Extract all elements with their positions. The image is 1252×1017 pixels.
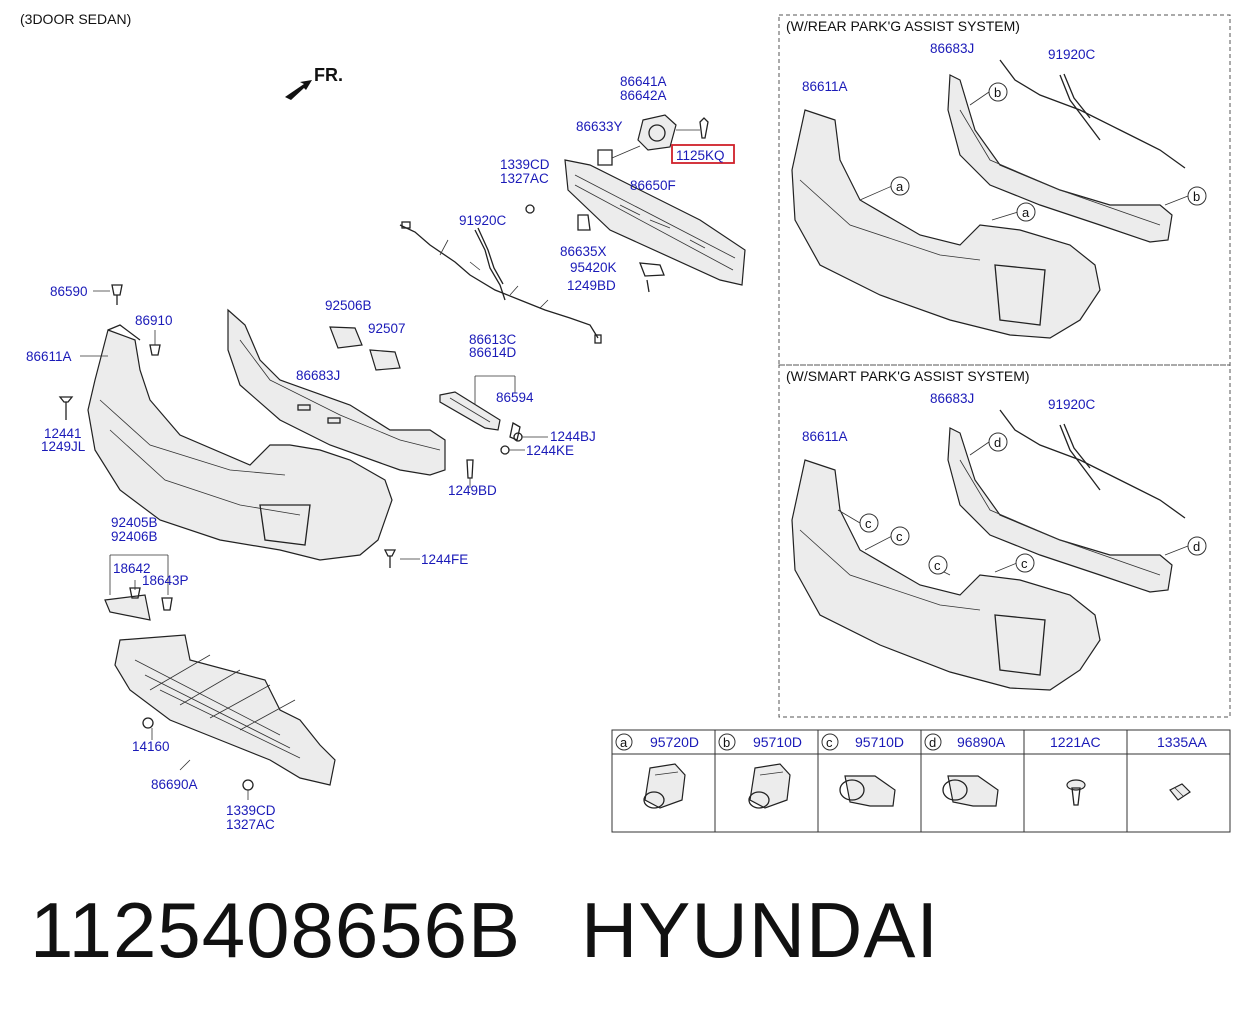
rear-label-91920C: 91920C	[1048, 47, 1096, 62]
label-86690A: 86690A	[151, 777, 198, 792]
table-part-b: 95710D	[753, 734, 802, 750]
label-1249JL: 1249JL	[41, 439, 86, 454]
label-92506B: 92506B	[325, 298, 372, 313]
parts-diagram: (3DOOR SEDAN) FR.	[20, 11, 1231, 833]
front-direction-label: FR.	[314, 65, 343, 85]
label-1244KE: 1244KE	[526, 443, 574, 458]
label-86650F: 86650F	[630, 178, 676, 193]
smart-label-86611A: 86611A	[802, 429, 848, 444]
svg-text:a: a	[1022, 205, 1030, 220]
svg-text:d: d	[994, 435, 1001, 450]
label-86641A: 86641A	[620, 74, 667, 89]
svg-text:c: c	[826, 735, 833, 750]
main-labels: 86641A 86642A 86633Y 1125KQ 1339CD 1327A…	[26, 74, 735, 832]
table-part-c: 95710D	[855, 734, 904, 750]
label-86633Y: 86633Y	[576, 119, 623, 134]
label-1244FE: 1244FE	[421, 552, 468, 567]
label-14160: 14160	[132, 739, 170, 754]
label-95420K: 95420K	[570, 260, 617, 275]
label-92405B: 92405B	[111, 515, 158, 530]
label-86611A: 86611A	[26, 349, 72, 364]
front-arrow-icon	[285, 80, 312, 100]
screw-icon	[1066, 779, 1086, 806]
label-86635X: 86635X	[560, 244, 607, 259]
label-86613C: 86613C	[469, 332, 517, 347]
sensor-b-icon	[748, 763, 791, 809]
clip-icon	[1169, 783, 1191, 801]
fastener-screws-drawing	[58, 284, 474, 568]
smart-assist-callouts: d c c c c d	[859, 432, 1207, 575]
svg-text:a: a	[896, 179, 904, 194]
label-1244BJ: 1244BJ	[550, 429, 596, 444]
rear-label-86611A: 86611A	[802, 79, 848, 94]
label-18643P: 18643P	[142, 573, 189, 588]
svg-text:b: b	[994, 85, 1001, 100]
svg-text:a: a	[620, 735, 628, 750]
svg-text:b: b	[1193, 189, 1200, 204]
label-18642: 18642	[113, 561, 151, 576]
rear-assist-title: (W/REAR PARK'G ASSIST SYSTEM)	[786, 18, 1020, 34]
sensor-c-icon	[839, 775, 896, 807]
side-bracket-drawing	[439, 375, 548, 455]
smart-label-86683J: 86683J	[930, 391, 974, 406]
table-part-d: 96890A	[957, 734, 1006, 750]
label-92507: 92507	[368, 321, 406, 336]
impact-beam-drawing	[525, 159, 746, 293]
label-1339CD-bottom: 1339CD	[226, 803, 276, 818]
table-part-a: 95720D	[650, 734, 699, 750]
wiring-harness-drawing	[399, 221, 602, 344]
highlight-box	[671, 144, 735, 164]
brand-name: HYUNDAI	[581, 886, 940, 974]
under-cover-drawing	[114, 634, 336, 800]
label-1339CD-top: 1339CD	[500, 157, 550, 172]
svg-text:c: c	[865, 516, 872, 531]
svg-text:d: d	[929, 735, 936, 750]
rear-assist-callouts: b a a b	[890, 82, 1207, 222]
table-part-screw: 1221AC	[1050, 734, 1101, 750]
smart-label-91920C: 91920C	[1048, 397, 1096, 412]
smart-assist-title: (W/SMART PARK'G ASSIST SYSTEM)	[786, 368, 1030, 384]
body-type-label: (3DOOR SEDAN)	[20, 11, 131, 27]
svg-text:c: c	[934, 558, 941, 573]
parts-table: a 95720D b 95710D c 95710D d 96890A 1221…	[611, 729, 1231, 833]
label-92406B: 92406B	[111, 529, 158, 544]
table-letter-d	[924, 733, 942, 751]
rear-label-86683J: 86683J	[930, 41, 974, 56]
reflector-drawing	[104, 554, 173, 621]
label-1327AC-bottom: 1327AC	[226, 817, 275, 832]
svg-text:c: c	[1021, 556, 1028, 571]
bumper-bracket-drawing	[597, 114, 709, 166]
label-86590: 86590	[50, 284, 88, 299]
table-letter-a	[615, 733, 633, 751]
label-86614D: 86614D	[469, 345, 517, 360]
sensor-d-icon	[942, 775, 999, 807]
label-86594: 86594	[496, 390, 534, 405]
svg-text:d: d	[1193, 539, 1200, 554]
svg-text:b: b	[723, 735, 730, 750]
label-1327AC-top: 1327AC	[500, 171, 549, 186]
table-letter-c	[821, 733, 839, 751]
bumper-cover-drawing	[87, 324, 393, 561]
bumper-garnish-drawing	[227, 308, 446, 476]
label-86642A: 86642A	[620, 88, 667, 103]
label-1249BD: 1249BD	[448, 483, 497, 498]
table-part-clip: 1335AA	[1157, 734, 1207, 750]
part-number: 1125408656B	[30, 886, 522, 974]
smart-assist-panel: (W/SMART PARK'G ASSIST SYSTEM) 86683J 91…	[778, 364, 1231, 718]
label-91920C: 91920C	[459, 213, 507, 228]
label-12441: 12441	[44, 426, 82, 441]
table-letter-b	[718, 733, 736, 751]
label-1125KQ: 1125KQ	[676, 148, 725, 163]
svg-text:c: c	[896, 529, 903, 544]
sensor-a-icon	[643, 763, 686, 809]
label-1249BD-top: 1249BD	[567, 278, 616, 293]
label-86910: 86910	[135, 313, 173, 328]
rear-assist-panel: (W/REAR PARK'G ASSIST SYSTEM) 86683J 919…	[778, 14, 1231, 366]
label-86683J: 86683J	[296, 368, 340, 383]
license-lamp-drawing	[329, 326, 401, 371]
part-footer: 1125408656B HYUNDAI	[30, 885, 939, 976]
